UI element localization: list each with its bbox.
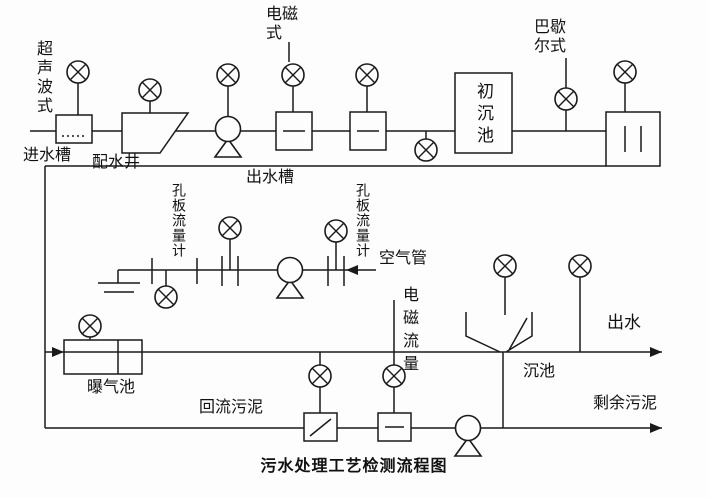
flow-indicator-icon [613, 60, 637, 84]
label-electromagnetic-flow: 电磁流量 [400, 286, 419, 378]
label-primary-sedimentation-tank: 初沉池 [473, 82, 493, 148]
flow-indicator-icon [281, 63, 305, 87]
arrow-air-in [346, 265, 358, 275]
valve-box-diagonal [309, 418, 332, 437]
label-parshall-type: 巴歇尔式 [534, 17, 567, 55]
aeration-tank-box [63, 339, 143, 375]
label-sedimentation-tank: 沉池 [523, 361, 556, 380]
primary-sedimentation-box [454, 72, 513, 154]
air-diffuser-lines [98, 258, 153, 293]
pump-icon [454, 414, 482, 457]
flow-indicator-icon [324, 219, 348, 243]
arrow-effluent-out [650, 347, 662, 357]
flow-indicator-icon [216, 63, 240, 87]
label-inlet-trough: 进水槽 [23, 145, 72, 164]
label-effluent: 出水 [607, 313, 641, 333]
parshall-flume-box [605, 111, 661, 167]
flow-indicator-icon [218, 216, 242, 240]
arrow-into-aeration-tank [52, 347, 64, 357]
label-aeration-tank: 曝气池 [87, 377, 136, 396]
label-return-sludge: 回流污泥 [199, 397, 264, 416]
vessels [55, 72, 661, 442]
label-ultrasonic-type: 超声波式 [34, 40, 53, 116]
arrowheads [52, 265, 662, 433]
arrow-excess-sludge-out [650, 423, 662, 433]
label-air-pipe: 空气管 [379, 248, 428, 267]
label-distribution-well: 配水井 [92, 152, 141, 171]
label-orifice-flowmeter-left: 孔板流量计 [170, 183, 186, 258]
pump-icon [276, 256, 304, 299]
flow-indicator-icon [138, 78, 162, 102]
clarifier-shape [465, 312, 533, 353]
label-excess-sludge: 剩余污泥 [593, 393, 658, 412]
parshall-flume-marks [624, 126, 642, 152]
pump-icon [214, 115, 242, 158]
inlet-trough-box [55, 114, 93, 144]
label-outlet-trough: 出水槽 [246, 167, 295, 186]
label-electromagnetic-type: 电磁式 [266, 4, 299, 42]
flow-indicator-icon [78, 314, 102, 338]
flow-indicator-icon [355, 63, 379, 87]
flow-indicator-icon [568, 254, 592, 278]
sensor-stem-lines [77, 42, 626, 413]
diagram-title: 污水处理工艺检测流程图 [260, 456, 448, 475]
flow-indicator-icon [66, 60, 90, 84]
flow-indicator-icon [493, 254, 517, 278]
flow-indicator-icon [308, 364, 332, 388]
orifice-plates [196, 256, 345, 286]
flow-indicator-icon [154, 285, 178, 309]
flow-indicator-icon [414, 138, 438, 162]
stem-lines [77, 42, 626, 413]
distribution-well-shape [121, 112, 190, 154]
flow-indicator-icon [554, 87, 578, 111]
label-orifice-flowmeter-right: 孔板流量计 [354, 183, 370, 258]
